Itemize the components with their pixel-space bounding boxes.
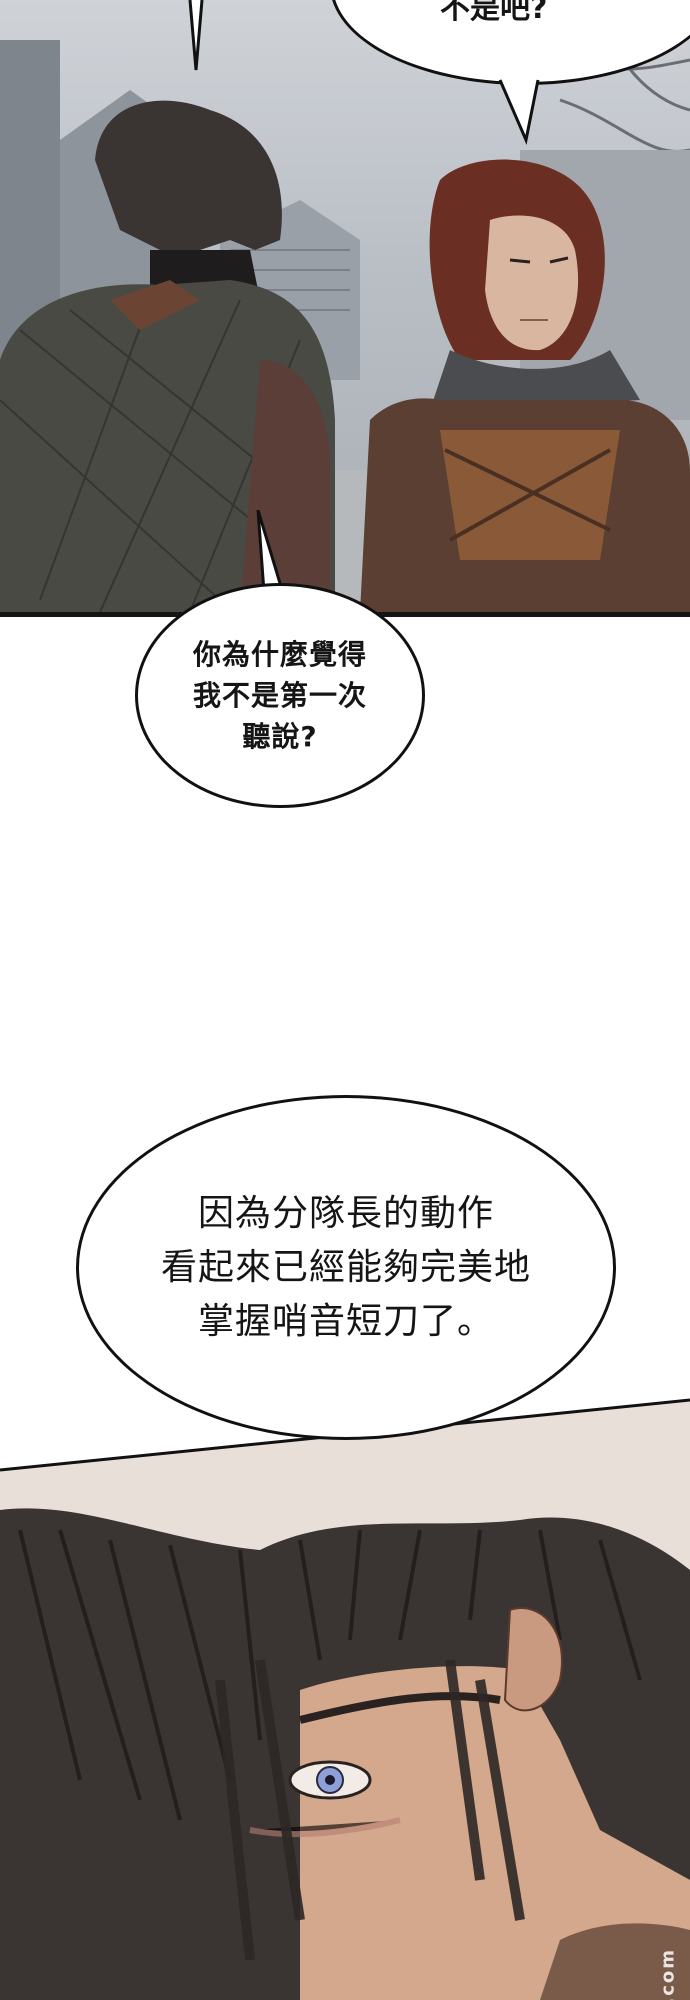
speech-bubble-answer: 因為分隊長的動作 看起來已經能夠完美地 掌握哨音短刀了。 <box>76 1095 616 1440</box>
panel-two-men-outdoors: 不是吧? <box>0 0 690 617</box>
closeup-face <box>300 1666 690 2000</box>
speech-bubble-top-text: 不是吧? <box>440 0 548 26</box>
panel-closeup-artwork <box>0 1398 690 2000</box>
speech-bubble-question: 你為什麼覺得 我不是第一次 聽說? <box>135 583 425 808</box>
offpanel-bubble-tail <box>188 0 204 71</box>
panel-closeup-eye: DMG.com <box>0 1360 690 2000</box>
closeup-ear <box>503 1607 563 1712</box>
answer-line-3: 掌握哨音短刀了。 <box>197 1300 494 1342</box>
answer-line-2: 看起來已經能夠完美地 <box>160 1246 531 1288</box>
right-man-scarf <box>430 350 640 410</box>
left-man-hair <box>95 100 282 251</box>
bubble-top-tail <box>498 78 540 145</box>
right-man-face <box>485 215 579 351</box>
question-line-2: 我不是第一次 <box>192 679 367 712</box>
panel-two-men-artwork <box>0 0 690 612</box>
watermark-logo: DMG.com <box>657 1948 678 2000</box>
question-line-1: 你為什麼覺得 <box>192 638 367 671</box>
question-line-3: 聽說? <box>242 720 318 753</box>
answer-line-1: 因為分隊長的動作 <box>197 1192 494 1234</box>
